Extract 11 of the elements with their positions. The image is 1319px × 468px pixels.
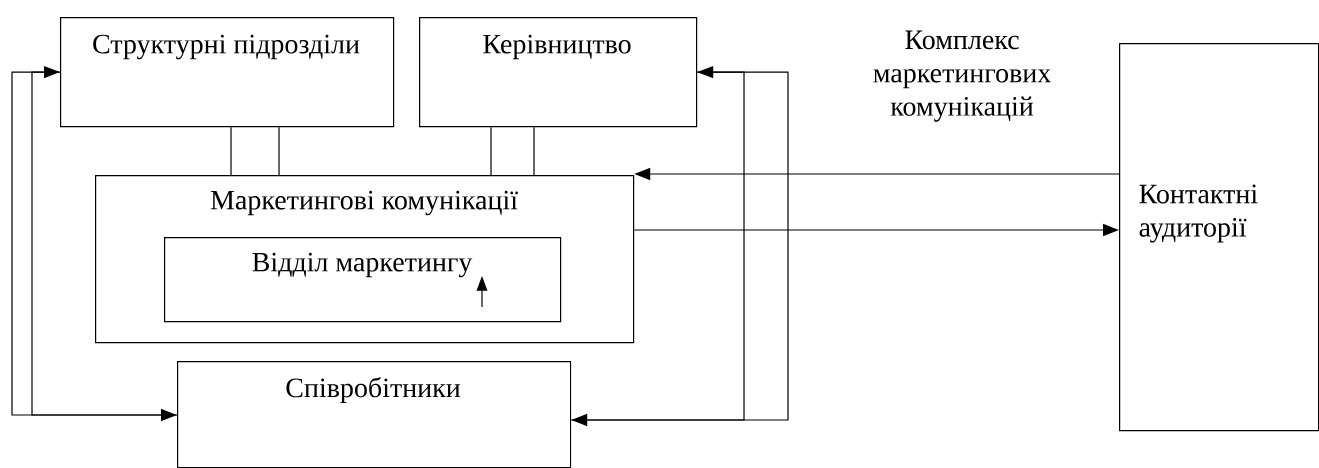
process-box: Співробітники xyxy=(177,361,572,468)
process-box: Контактні аудиторії xyxy=(1119,43,1319,432)
process-box: Структурні підрозділи xyxy=(60,17,395,128)
note-text: Комплекс маркетингових комунікацій xyxy=(873,30,1051,122)
connector-line xyxy=(490,126,492,176)
connector-line xyxy=(230,126,232,176)
connector-line xyxy=(533,126,535,176)
inner-box: Відділ маркетингу xyxy=(164,237,562,323)
process-box: Керівництво xyxy=(419,17,698,128)
arrow xyxy=(31,65,178,416)
connector-line xyxy=(278,126,280,176)
